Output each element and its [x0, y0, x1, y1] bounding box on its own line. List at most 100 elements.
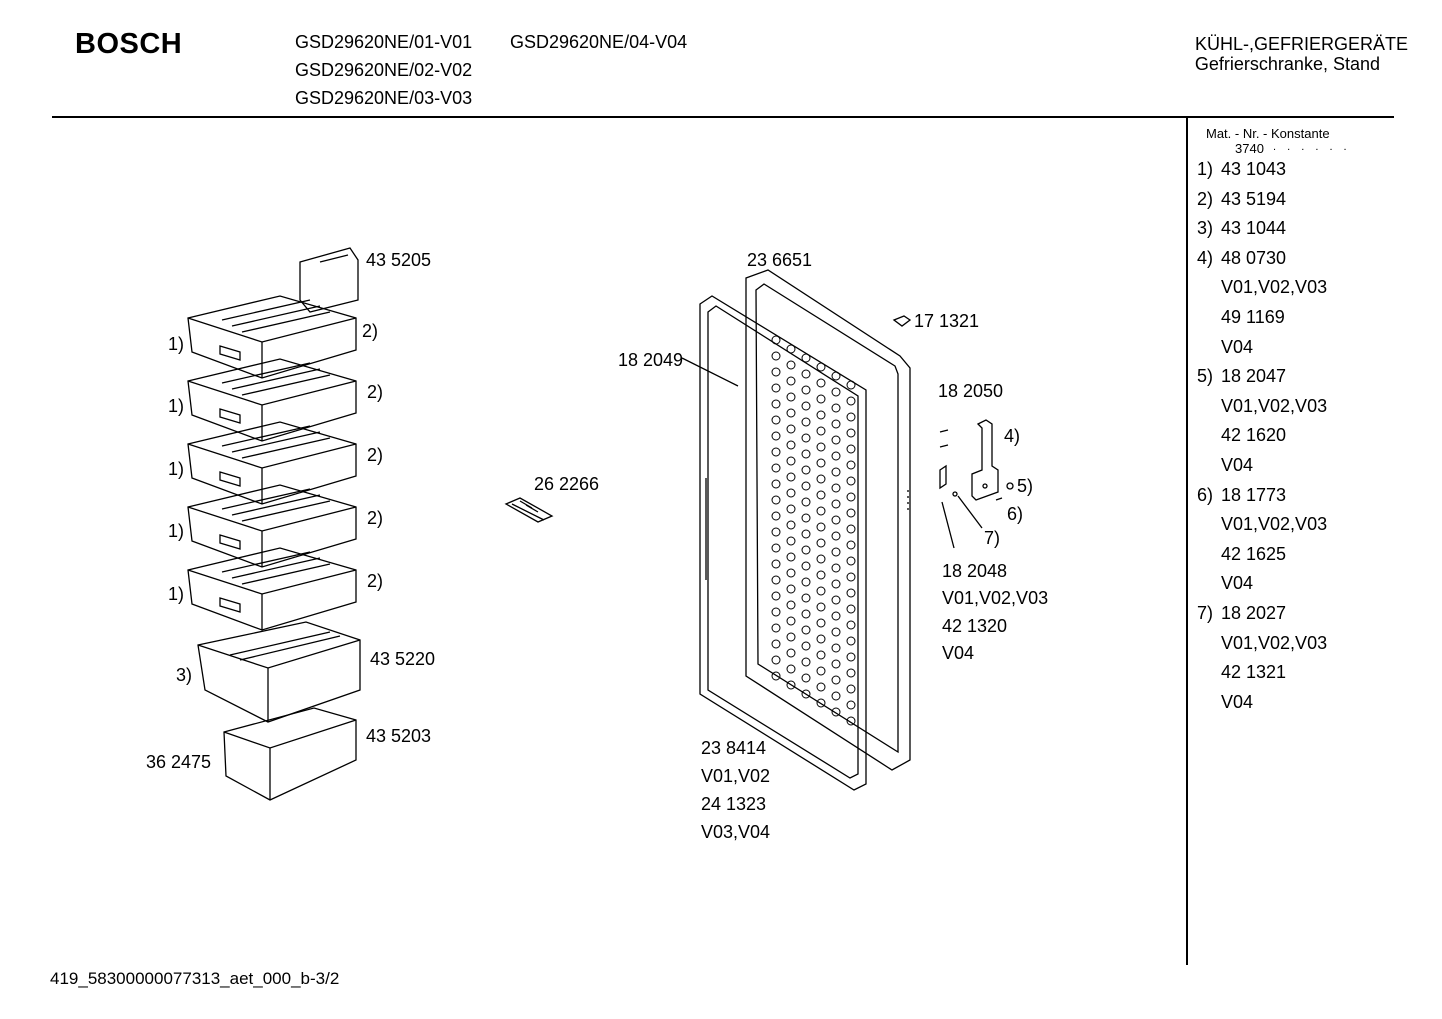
callout-ref: 7): [984, 528, 1001, 548]
parts-list-value: V01,V02,V03: [1221, 514, 1328, 535]
parts-list-row: V04: [1197, 333, 1327, 363]
freezer-drawer: [187, 547, 357, 631]
parts-list-row: 1) 43 1043: [1197, 155, 1327, 185]
parts-list-value: 43 1043: [1221, 159, 1287, 179]
callout-label: 24 1323: [701, 794, 767, 814]
parts-list-row: V01,V02,V03: [1197, 510, 1327, 540]
callout-ref: 1): [168, 521, 185, 541]
callout-label: 43 5203: [366, 726, 432, 746]
hinge-cover-icon: [892, 315, 912, 327]
category-title: KÜHL-,GEFRIERGERÄTE: [1194, 34, 1408, 54]
parts-list-value: 48 0730: [1221, 247, 1287, 268]
callout-ref: 6): [1007, 504, 1024, 524]
parts-list-value: V01,V02,V03: [1221, 632, 1328, 653]
callout-label: 17 1321: [914, 311, 980, 331]
document-code: 419_58300000077313_aet_000_b-3/2: [50, 969, 340, 988]
parts-list-value: V01,V02,V03: [1221, 395, 1328, 416]
callout-label: 36 2475: [146, 752, 212, 772]
parts-list-row: 42 1620: [1197, 421, 1327, 451]
callout-label: 18 2050: [938, 381, 1004, 401]
callout-label: 43 5220: [370, 649, 436, 669]
callout-ref: 2): [362, 321, 379, 341]
callout-label: 26 2266: [534, 474, 600, 494]
callout-ref: 5): [1017, 476, 1034, 496]
brand-logo: BOSCH: [75, 28, 183, 60]
callout-ref: 2): [367, 508, 384, 528]
parts-list-ref: 5): [1197, 366, 1214, 387]
parts-list-value: 43 1044: [1221, 218, 1287, 239]
parts-list-ref: 1): [1197, 159, 1214, 179]
parts-list-row: V01,V02,V03: [1197, 273, 1327, 303]
model-number: GSD29620NE/03-V03: [295, 88, 473, 108]
callout-ref: 2): [367, 571, 384, 591]
parts-list-ref: 4): [1197, 247, 1214, 268]
parts-list-row: 42 1625: [1197, 540, 1327, 570]
door-liner-pattern: [771, 335, 856, 726]
parts-list-row: 5) 18 2047: [1197, 362, 1327, 392]
parts-list-row: 42 1321: [1197, 658, 1327, 688]
parts-list-value: 49 1169: [1221, 306, 1285, 327]
freezer-drawer: [187, 421, 357, 505]
drawer-stack: [187, 247, 361, 801]
gasket-leader: [681, 357, 739, 387]
parts-list-row: V04: [1197, 688, 1327, 718]
model-number: GSD29620NE/04-V04: [510, 32, 688, 52]
callout-ref: 1): [168, 334, 185, 354]
parts-list-ref: 2): [1197, 188, 1214, 209]
ice-tray: [504, 497, 554, 523]
freezer-drawer: [187, 358, 357, 442]
callout-label: V04: [942, 643, 975, 663]
parts-list-value: 42 1625: [1221, 543, 1287, 564]
parts-panel-constant-dots: . . . . . .: [1273, 141, 1351, 153]
parts-list-ref: 3): [1197, 218, 1214, 239]
parts-list-row: V01,V02,V03: [1197, 629, 1327, 659]
parts-list-value: 18 2027: [1221, 602, 1287, 623]
freezer-drawer: [187, 295, 357, 379]
parts-list-row: 6) 18 1773: [1197, 481, 1327, 511]
door: [745, 269, 911, 771]
parts-list-value: V04: [1221, 691, 1254, 712]
callout-label: 43 5205: [366, 250, 432, 270]
parts-list-ref: 6): [1197, 484, 1214, 505]
parts-list-value: 42 1620: [1221, 425, 1287, 446]
callout-label: 18 2048: [942, 561, 1008, 581]
parts-list-value: 18 1773: [1221, 484, 1287, 505]
parts-list-row: 4) 48 0730: [1197, 244, 1327, 274]
callout-label: 42 1320: [942, 616, 1008, 636]
model-number: GSD29620NE/01-V01: [295, 32, 473, 52]
parts-list-row: 7)18 2027: [1197, 599, 1327, 629]
parts-list-row: V04: [1197, 569, 1327, 599]
category-subtitle: Gefrierschranke, Stand: [1194, 54, 1380, 74]
model-number: GSD29620NE/02-V02: [295, 60, 473, 80]
hinge-parts: [907, 419, 1014, 549]
callout-ref: 1): [168, 459, 185, 479]
callout-ref: 4): [1004, 426, 1021, 446]
parts-panel-heading: Mat. - Nr. - Konstante: [1206, 126, 1330, 141]
parts-list-value: V04: [1221, 336, 1254, 357]
callout-label: V01,V02: [701, 766, 771, 786]
parts-list-row: V04: [1197, 451, 1327, 481]
parts-list-value: 18 2047: [1221, 366, 1287, 387]
parts-list-value: 42 1321: [1221, 662, 1287, 683]
callout-label: 23 6651: [747, 250, 813, 270]
callout-ref: 2): [367, 382, 384, 402]
freezer-drawer: [187, 484, 357, 568]
callout-ref: 2): [367, 445, 384, 465]
header-divider: [52, 116, 1394, 118]
side-divider: [1186, 118, 1188, 965]
parts-panel-constant: 3740: [1235, 141, 1264, 156]
parts-list-row: 3) 43 1044: [1197, 214, 1327, 244]
callout-label: 23 8414: [701, 738, 767, 758]
parts-list-row: 2)43 5194: [1197, 185, 1327, 215]
door-gasket: [699, 295, 867, 791]
parts-list-row: 49 1169: [1197, 303, 1327, 333]
parts-list-value: V04: [1221, 573, 1254, 594]
parts-list-value: V04: [1221, 454, 1254, 475]
callout-label: V01,V02,V03: [942, 588, 1049, 608]
callout-ref: 1): [168, 396, 185, 416]
parts-list-row: V01,V02,V03: [1197, 392, 1327, 422]
callout-ref: 1): [168, 584, 185, 604]
parts-list-value: V01,V02,V03: [1221, 277, 1328, 298]
